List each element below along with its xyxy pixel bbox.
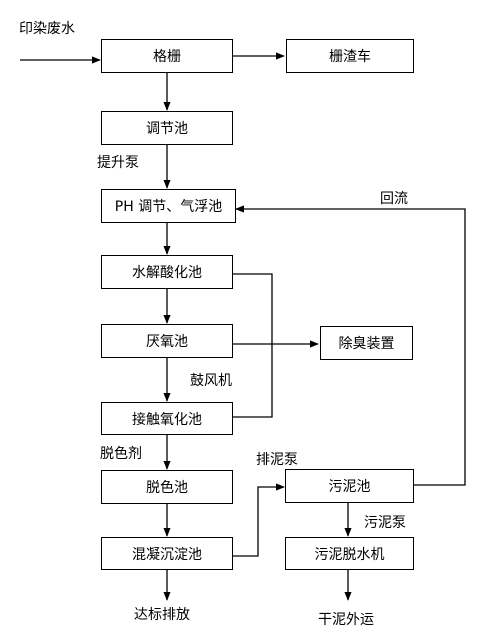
line-odor-collection (233, 273, 273, 418)
node-anaerobic: 厌氧池 (101, 324, 233, 358)
node-deodorizer: 除臭装置 (320, 326, 413, 360)
input-label: 印染废水 (19, 21, 75, 37)
label-sludge-discharge-pump: 排泥泵 (256, 452, 298, 468)
node-sludge-dewater: 污泥脱水机 (285, 537, 414, 570)
node-grille: 格栅 (101, 39, 233, 73)
node-screen-truck: 栅渣车 (286, 39, 414, 73)
label-lift-pump: 提升泵 (97, 155, 139, 171)
node-ph-flotation: PH 调节、气浮池 (101, 189, 236, 223)
arrow-coagulation-sludge (233, 483, 285, 557)
node-decolor: 脱色池 (101, 470, 233, 504)
node-coagulation: 混凝沉淀池 (101, 537, 233, 570)
arrow-sludge-reflux (235, 205, 466, 486)
label-blower: 鼓风机 (190, 373, 232, 389)
label-decolorant: 脱色剂 (100, 446, 142, 462)
node-sludge-tank: 污泥池 (285, 469, 414, 503)
node-contact-oxidation: 接触氧化池 (101, 402, 233, 435)
label-reflux: 回流 (380, 191, 408, 207)
node-equalization: 调节池 (101, 111, 233, 145)
output-dry-sludge: 干泥外运 (318, 612, 374, 628)
output-discharge: 达标排放 (134, 607, 190, 623)
label-sludge-pump: 污泥泵 (364, 515, 406, 531)
node-hydrolysis: 水解酸化池 (101, 255, 233, 289)
